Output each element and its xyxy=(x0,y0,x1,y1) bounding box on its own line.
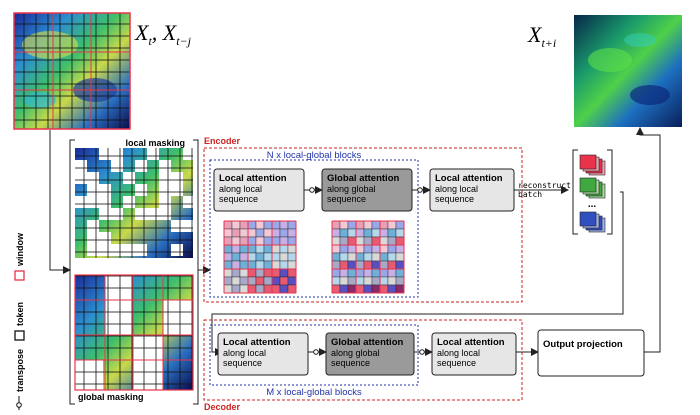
local-masking-label: local masking xyxy=(125,138,185,148)
global-token-grid xyxy=(331,220,405,294)
token-icon xyxy=(14,330,25,341)
encoder-blocks-frame xyxy=(209,159,419,298)
encoder-local-attention-2: Local attention along local sequence xyxy=(429,168,515,212)
encoder-global-attention: Global attention along global sequence xyxy=(321,168,413,212)
svg-text:sequence: sequence xyxy=(331,358,370,368)
masking-column xyxy=(69,139,199,405)
svg-text:along local: along local xyxy=(435,184,478,194)
input-label: Xt, Xt−j xyxy=(134,20,192,48)
svg-text:window: window xyxy=(15,232,25,267)
svg-text:Local attention: Local attention xyxy=(223,337,291,348)
svg-text:Local attention: Local attention xyxy=(435,173,503,184)
svg-text:...: ... xyxy=(588,199,597,210)
encoder-local-attention-1: Local attention along local sequence xyxy=(213,168,305,212)
svg-text:Local attention: Local attention xyxy=(219,173,287,184)
transpose-node xyxy=(417,187,423,193)
svg-text:along local: along local xyxy=(223,348,266,358)
input-map xyxy=(13,12,131,130)
decoder-title: Decoder xyxy=(204,402,241,412)
svg-text:sequence: sequence xyxy=(435,194,474,204)
decoder-local-attention-2: Local attention along local sequence xyxy=(431,332,517,376)
reconstructed-batch: ... xyxy=(572,149,613,235)
decoder-blocks-label: M x local-global blocks xyxy=(266,387,362,398)
encoder-to-decoder-arrow xyxy=(211,191,624,356)
global-masking-label: global masking xyxy=(78,392,144,402)
svg-text:along local: along local xyxy=(219,184,262,194)
encoder-title: Encoder xyxy=(204,136,241,146)
svg-text:Output projection: Output projection xyxy=(543,339,623,350)
svg-text:Local attention: Local attention xyxy=(437,337,505,348)
legend: window token transpose xyxy=(14,232,25,410)
decoder-frame xyxy=(203,319,523,401)
svg-text:along global: along global xyxy=(331,348,380,358)
transpose-node xyxy=(313,349,319,355)
output-to-target-arrow xyxy=(636,127,661,353)
encoder-frame xyxy=(203,147,523,303)
decoder-blocks-frame xyxy=(209,324,419,386)
svg-text:sequence: sequence xyxy=(219,194,258,204)
target-map xyxy=(574,15,682,127)
target-label: Xt+i xyxy=(527,22,556,50)
transpose-node xyxy=(419,349,425,355)
svg-text:Global attention: Global attention xyxy=(327,173,400,184)
transpose-icon xyxy=(16,402,22,408)
reconstruct-label-2: batch xyxy=(518,190,542,199)
svg-text:along global: along global xyxy=(327,184,376,194)
svg-text:sequence: sequence xyxy=(223,358,262,368)
svg-text:transpose: transpose xyxy=(15,349,25,392)
transpose-node xyxy=(309,187,315,193)
decoder-global-attention: Global attention along global sequence xyxy=(325,332,415,376)
svg-text:token: token xyxy=(15,302,25,326)
input-to-masking-arrow xyxy=(49,130,71,274)
window-icon xyxy=(14,270,25,281)
svg-text:Global attention: Global attention xyxy=(331,337,404,348)
svg-text:along local: along local xyxy=(437,348,480,358)
svg-text:sequence: sequence xyxy=(327,194,366,204)
decoder-local-attention-1: Local attention along local sequence xyxy=(217,332,309,376)
output-projection: Output projection xyxy=(537,329,645,377)
encoder-blocks-label: N x local-global blocks xyxy=(267,150,362,161)
svg-text:sequence: sequence xyxy=(437,358,476,368)
local-token-grid xyxy=(223,220,297,294)
reconstruct-label: reconstruct xyxy=(518,181,571,190)
